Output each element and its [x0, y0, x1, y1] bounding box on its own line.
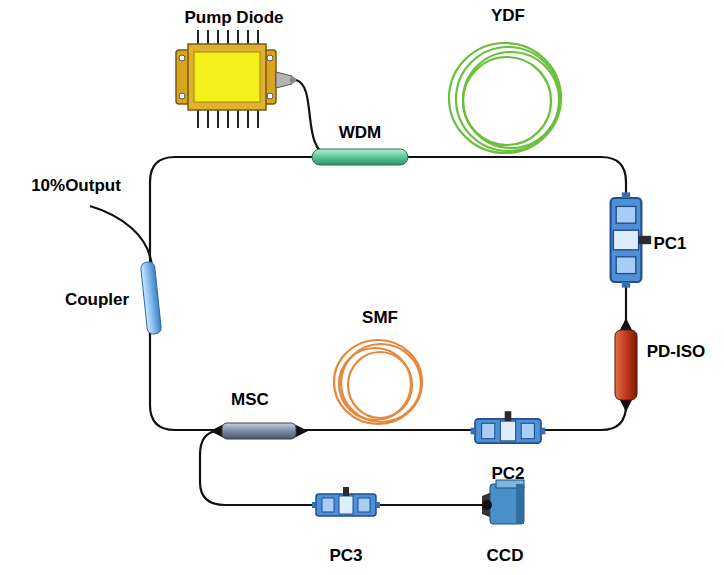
msc-coupler: [210, 423, 308, 439]
component-label: PC3: [329, 547, 362, 566]
smf-coil: [334, 340, 422, 424]
isolator: [615, 318, 637, 412]
output-fiber: [90, 206, 152, 268]
component-label: PC1: [653, 235, 686, 254]
component-label: WDM: [339, 124, 381, 143]
component-label: MSC: [231, 391, 269, 410]
component-label: PD-ISO: [647, 343, 706, 362]
component-label: YDF: [491, 7, 525, 26]
output-coupler: [140, 261, 161, 334]
wdm-coupler: [312, 149, 408, 165]
component-label: Pump Diode: [184, 9, 283, 28]
fiber-ring: [150, 157, 626, 430]
ydf-coil: [449, 43, 561, 153]
component-label: PC2: [491, 465, 524, 484]
pump-diode: [176, 30, 296, 128]
pump-fiber: [296, 80, 330, 157]
component-label: SMF: [362, 309, 398, 328]
output-label: 10%Output: [31, 177, 121, 196]
component-label: Coupler: [65, 291, 129, 310]
component-label: CCD: [487, 547, 524, 566]
ccd-camera: [482, 480, 524, 524]
